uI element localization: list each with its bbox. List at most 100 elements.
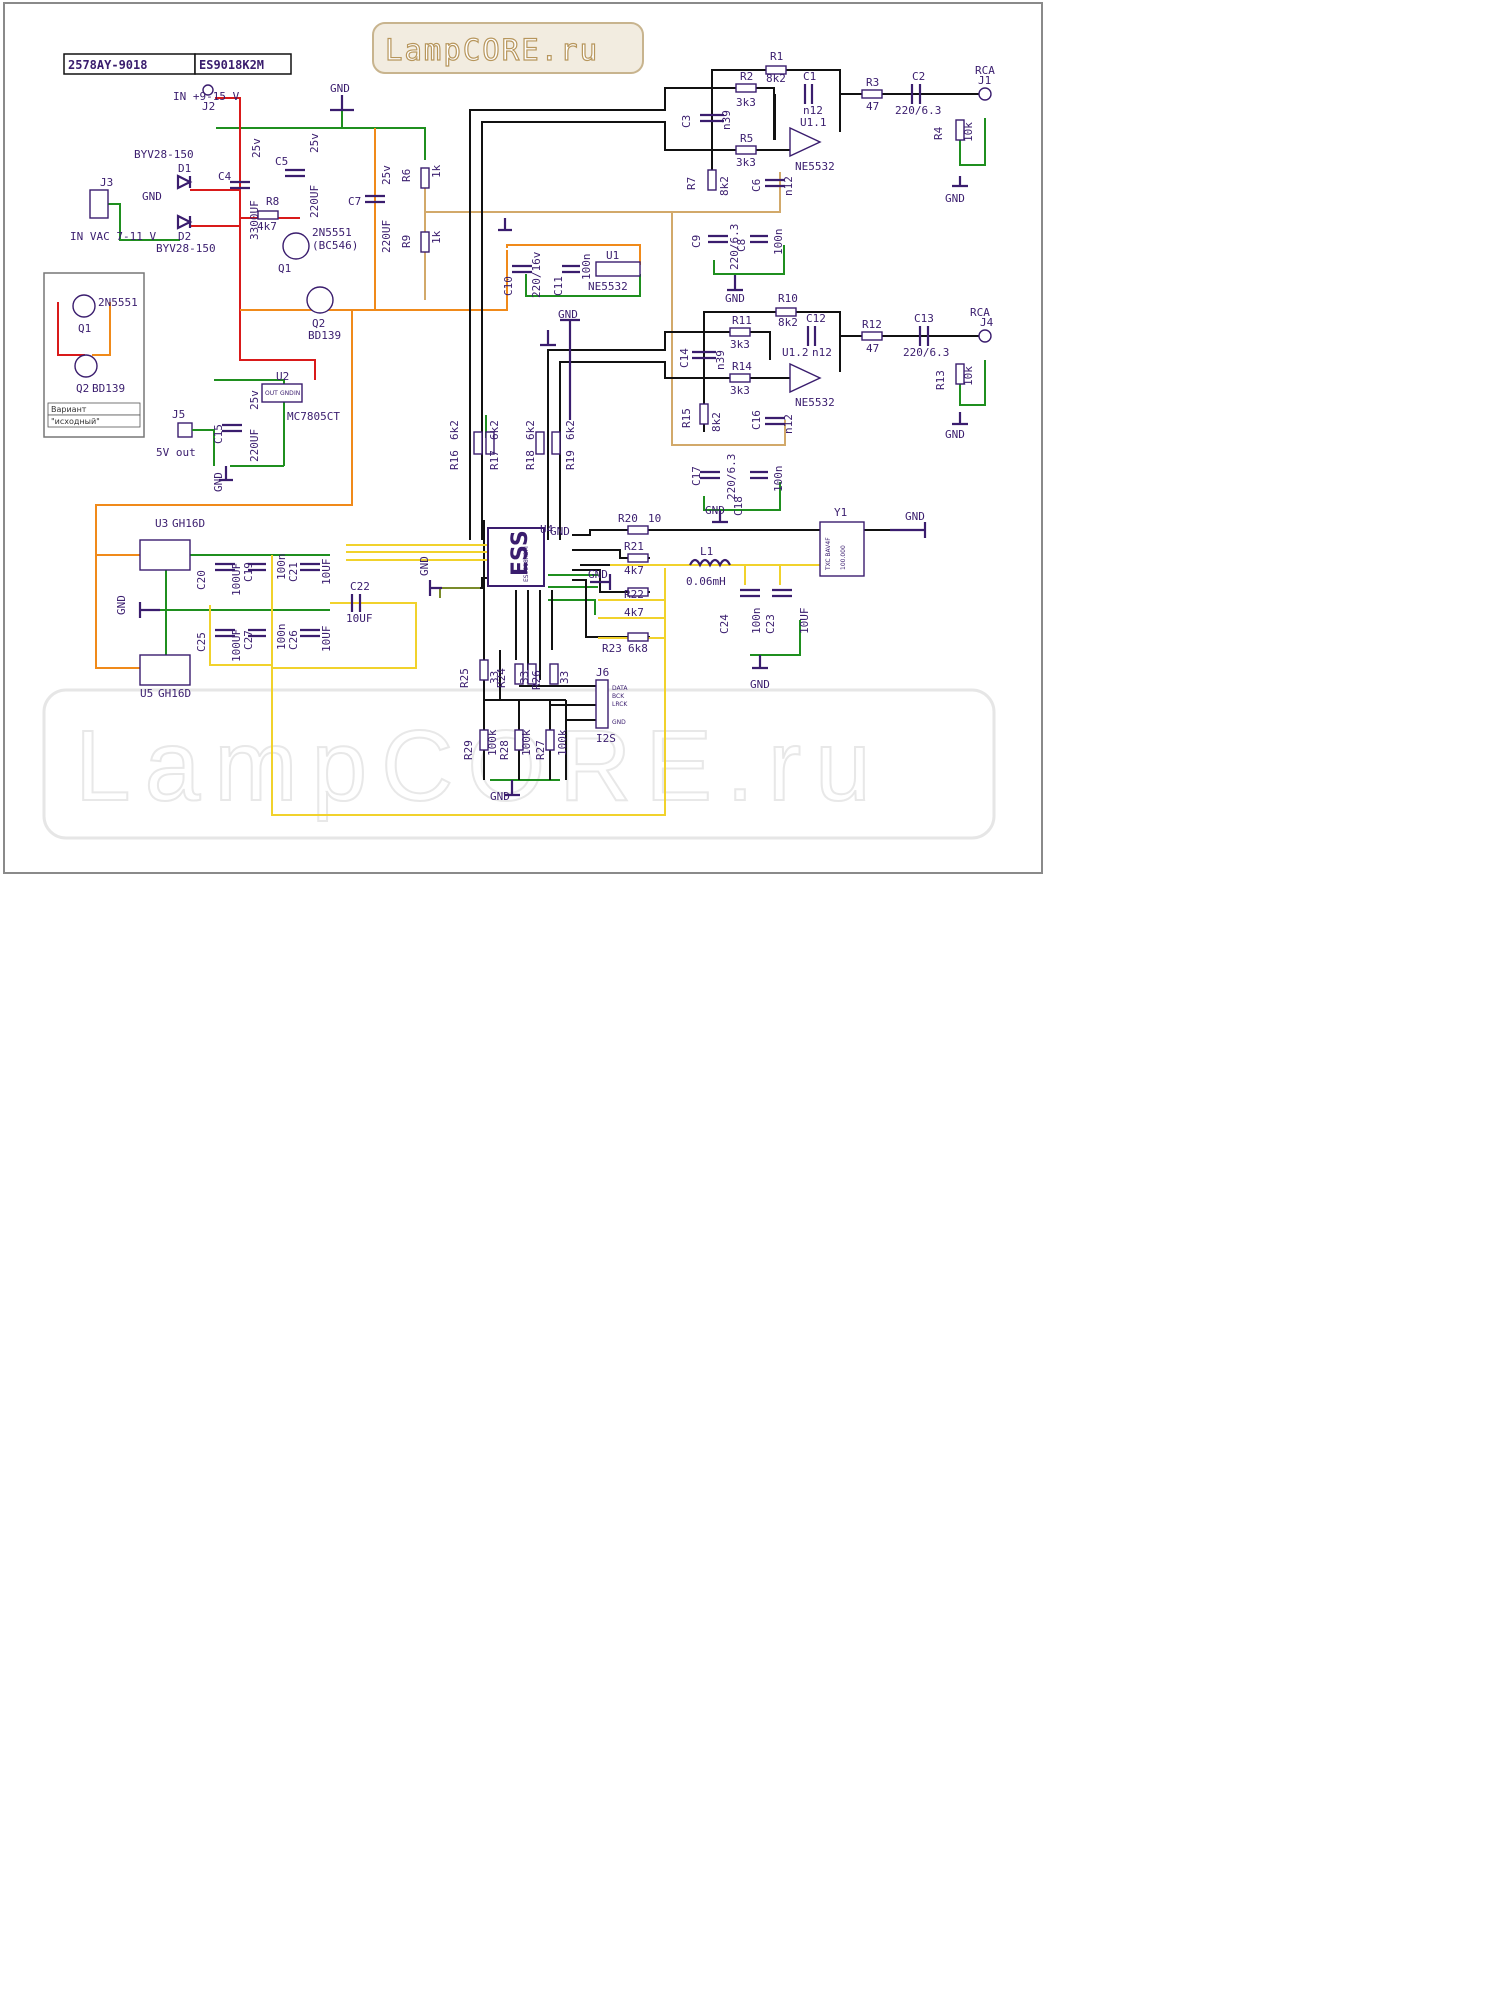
svg-text:100k: 100k bbox=[556, 729, 569, 756]
resistor-r4 bbox=[955, 119, 965, 141]
capacitor-c26 bbox=[300, 628, 320, 638]
ldo-section: U3 GH16D U5 GH16D C20 100UF C19 100n C21… bbox=[139, 517, 373, 700]
svg-text:100n: 100n bbox=[275, 554, 288, 581]
svg-text:100n: 100n bbox=[772, 229, 785, 256]
svg-text:220/6.3: 220/6.3 bbox=[725, 454, 738, 500]
svg-text:Q2: Q2 bbox=[76, 382, 89, 395]
svg-text:47: 47 bbox=[866, 342, 879, 355]
svg-text:C20: C20 bbox=[195, 570, 208, 590]
resistor-r23 bbox=[627, 632, 649, 642]
resistor-r15 bbox=[699, 403, 709, 425]
regulator-u2 bbox=[261, 383, 303, 403]
svg-text:C8: C8 bbox=[735, 239, 748, 252]
output-stage-left: R1 8k2 R2 3k3 C1 n12 C3 n39 R5 3k3 U1.1 … bbox=[680, 50, 995, 270]
capacitor-c1 bbox=[803, 84, 814, 104]
svg-text:RCA: RCA bbox=[975, 64, 995, 77]
svg-text:R7: R7 bbox=[685, 177, 698, 190]
gnd-label-c23: GND bbox=[750, 678, 770, 691]
svg-text:8k2: 8k2 bbox=[710, 412, 723, 432]
svg-text:220UF: 220UF bbox=[248, 429, 261, 462]
svg-text:BCK: BCK bbox=[612, 693, 625, 700]
connector-j6 bbox=[595, 679, 609, 729]
svg-text:R17: R17 bbox=[488, 450, 501, 470]
svg-text:R1: R1 bbox=[770, 50, 783, 63]
svg-text:10UF: 10UF bbox=[346, 612, 373, 625]
svg-text:"исходный": "исходный" bbox=[51, 417, 100, 426]
svg-text:BYV28-150: BYV28-150 bbox=[134, 148, 194, 161]
svg-text:n12: n12 bbox=[782, 414, 795, 434]
resistor-r25 bbox=[479, 659, 489, 681]
svg-text:BD139: BD139 bbox=[308, 329, 341, 342]
inductor-l1 bbox=[689, 558, 731, 568]
svg-text:Вариант: Вариант bbox=[51, 405, 87, 414]
svg-text:C25: C25 bbox=[195, 632, 208, 652]
svg-text:R9: R9 bbox=[400, 235, 413, 248]
capacitor-c11 bbox=[562, 264, 580, 274]
resistor-r8 bbox=[257, 210, 279, 220]
label-in-ac: IN VAC 7-11 V bbox=[70, 230, 156, 243]
svg-text:220UF: 220UF bbox=[380, 220, 393, 253]
svg-text:33: 33 bbox=[488, 671, 501, 684]
svg-text:8k2: 8k2 bbox=[718, 176, 731, 196]
svg-text:U2: U2 bbox=[276, 370, 289, 383]
svg-text:2N5551: 2N5551 bbox=[312, 226, 352, 239]
svg-text:NE5532: NE5532 bbox=[795, 396, 835, 409]
svg-text:n12: n12 bbox=[782, 176, 795, 196]
opamp-u1-supply bbox=[595, 261, 641, 277]
svg-text:R11: R11 bbox=[732, 314, 752, 327]
svg-text:10k: 10k bbox=[962, 366, 975, 386]
svg-text:J4: J4 bbox=[980, 316, 994, 329]
capacitor-c19 bbox=[248, 562, 266, 572]
svg-text:R23: R23 bbox=[602, 642, 622, 655]
svg-text:R19: R19 bbox=[564, 450, 577, 470]
svg-text:ES9018K2M: ES9018K2M bbox=[523, 546, 530, 582]
resistor-r28 bbox=[514, 729, 524, 751]
svg-text:C1: C1 bbox=[803, 70, 816, 83]
ldo-u3 bbox=[139, 539, 191, 571]
svg-text:C7: C7 bbox=[348, 195, 361, 208]
rca-connector-j4 bbox=[978, 329, 992, 343]
svg-text:R24: R24 bbox=[495, 668, 508, 688]
svg-text:n12: n12 bbox=[812, 346, 832, 359]
gnd-label-j1: GND bbox=[945, 192, 965, 205]
svg-text:GND: GND bbox=[612, 719, 626, 726]
resistor-r14 bbox=[729, 373, 751, 383]
svg-text:BYV28-150: BYV28-150 bbox=[156, 242, 216, 255]
svg-text:100n: 100n bbox=[750, 608, 763, 635]
svg-text:220/6.3: 220/6.3 bbox=[895, 104, 941, 117]
resistor-r26b bbox=[549, 663, 559, 685]
svg-text:100n: 100n bbox=[580, 254, 593, 281]
capacitor-c18 bbox=[750, 470, 768, 480]
svg-text:R22: R22 bbox=[624, 588, 644, 601]
gnd-label-reg: GND bbox=[115, 595, 128, 615]
resistor-r17 bbox=[485, 431, 495, 455]
resistor-r7 bbox=[707, 169, 717, 191]
svg-text:33: 33 bbox=[518, 671, 531, 684]
svg-text:U4: U4 bbox=[540, 523, 554, 536]
gnd-label-r20: GND bbox=[550, 525, 570, 538]
label-5v-out: 5V out bbox=[156, 446, 196, 459]
svg-text:10UF: 10UF bbox=[320, 626, 333, 653]
dac-chip bbox=[487, 527, 545, 587]
transistor-q2 bbox=[306, 286, 334, 314]
rca-connector-j1 bbox=[978, 87, 992, 101]
svg-text:n39: n39 bbox=[720, 110, 733, 130]
svg-text:LRCK: LRCK bbox=[612, 701, 628, 708]
svg-text:25v: 25v bbox=[308, 133, 321, 153]
svg-text:R26: R26 bbox=[530, 670, 543, 690]
svg-text:R3: R3 bbox=[866, 76, 879, 89]
svg-text:3k3: 3k3 bbox=[730, 338, 750, 351]
svg-text:100UF: 100UF bbox=[230, 629, 243, 662]
svg-text:IN: IN bbox=[294, 390, 300, 397]
svg-text:25v: 25v bbox=[248, 390, 261, 410]
svg-text:3k3: 3k3 bbox=[736, 156, 756, 169]
resistor-r24 bbox=[514, 663, 524, 685]
svg-text:C16: C16 bbox=[750, 410, 763, 430]
svg-text:GH16D: GH16D bbox=[158, 687, 191, 700]
transistor-q1 bbox=[282, 232, 310, 260]
capacitor-c4: C4 bbox=[218, 170, 250, 190]
svg-text:220UF: 220UF bbox=[308, 185, 321, 218]
title-part-a: 2578AY-9018 bbox=[68, 58, 147, 72]
svg-text:NE5532: NE5532 bbox=[588, 280, 628, 293]
svg-text:C14: C14 bbox=[678, 348, 691, 368]
